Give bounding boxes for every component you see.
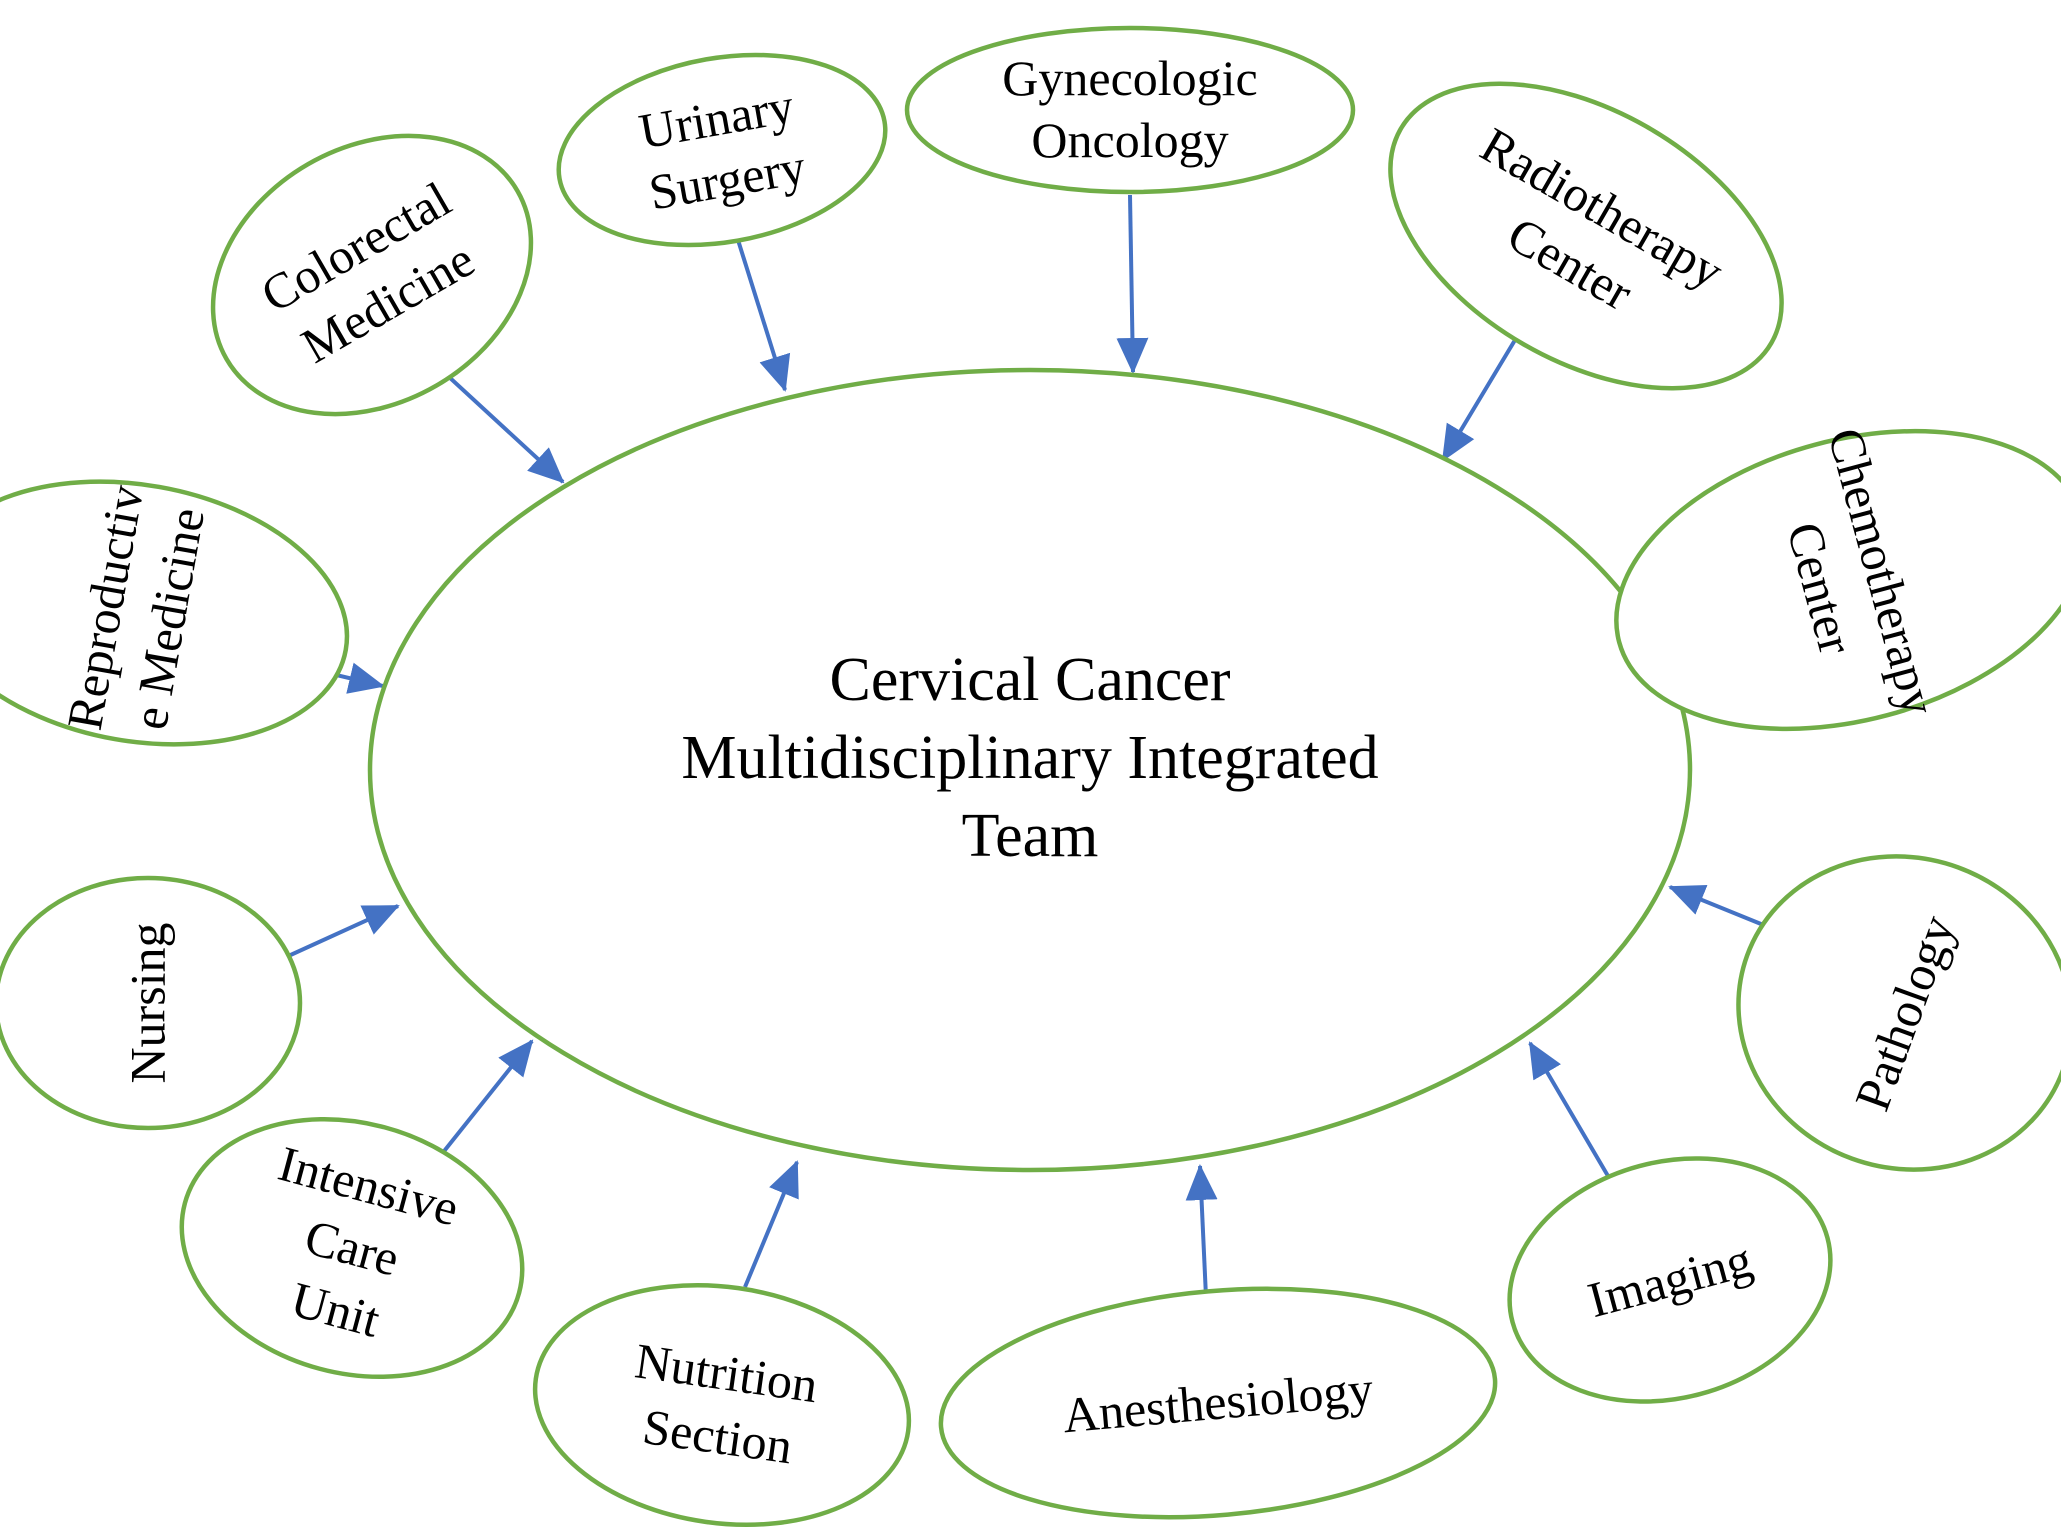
node-ellipse: [1507, 1156, 1833, 1404]
arrow-gynecologic-oncology: [1116, 194, 1149, 374]
node-ellipse: [1736, 854, 2061, 1172]
center-title-line: Cervical Cancer: [829, 646, 1230, 714]
arrow-nutrition-section: [743, 1160, 799, 1288]
arrow-radiotherapy-center: [1441, 318, 1529, 462]
node-ellipse: [1614, 428, 2061, 732]
center-title-line: Multidisciplinary Integrated: [681, 724, 1378, 792]
center-title-line: Team: [962, 802, 1099, 870]
node-ellipse: [0, 479, 350, 747]
node-label-line: Nursing: [120, 922, 176, 1083]
node-ellipse: [938, 1286, 1498, 1520]
department-nodes: GynecologicOncologyUrinarySurgeryColorec…: [0, 25, 2061, 1527]
node-ellipse: [179, 1116, 525, 1380]
node-imaging: Imaging: [1507, 1156, 1833, 1404]
node-ellipse: [904, 25, 1356, 195]
node-label-line: Gynecologic: [1002, 50, 1257, 106]
node-anesthesiology: Anesthesiology: [938, 1286, 1498, 1520]
arrow-colorectal-medicine: [434, 363, 565, 484]
arrow-intensive-care-unit: [431, 1039, 534, 1167]
node-ellipse: [210, 133, 534, 417]
node-nursing: Nursing: [0, 875, 303, 1131]
node-ellipse: [0, 875, 303, 1131]
arrow-urinary-surgery: [736, 239, 791, 392]
arrow-anesthesiology: [1185, 1164, 1218, 1298]
node-ellipse: [556, 52, 888, 248]
node-ellipse: [532, 1283, 912, 1527]
node-pathology: Pathology: [1736, 854, 2061, 1172]
center-team-ellipse: [367, 367, 1693, 1173]
node-ellipse: [1388, 81, 1784, 391]
node-label-line: Oncology: [1031, 112, 1228, 168]
arrow-imaging: [1528, 1041, 1610, 1178]
